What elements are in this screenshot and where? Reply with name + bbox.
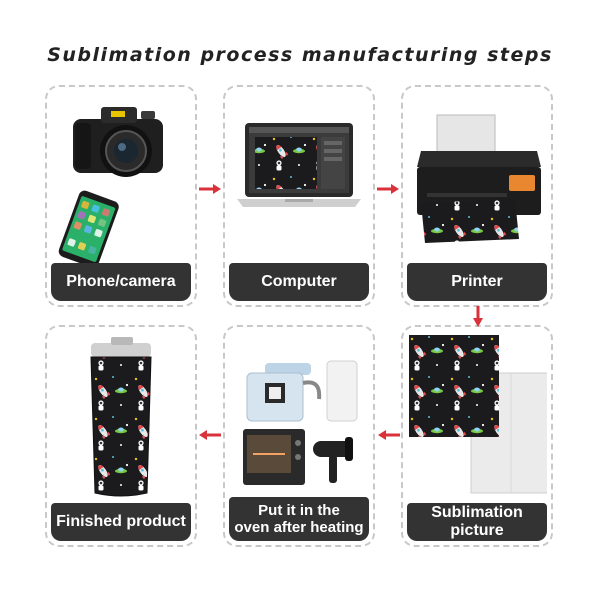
- step-label-oven-heating: Put it in the oven after heating: [229, 497, 369, 541]
- arrow-down-icon: [473, 306, 483, 327]
- step-label-finished-product: Finished product: [51, 503, 191, 541]
- step-label-line2: oven after heating: [234, 519, 364, 536]
- heating-equipment-illustration: [243, 360, 358, 485]
- step-label-phone-camera: Phone/camera: [51, 263, 191, 301]
- arrow-right-icon: [199, 184, 221, 194]
- heat-press-icon: [246, 363, 322, 422]
- hair-dryer-icon: [313, 437, 353, 483]
- step-label-sublimation-picture: Sublimation picture: [407, 503, 547, 541]
- step-label-line1: Put it in the: [258, 502, 340, 519]
- step-card-oven-heating: Put it in the oven after heating: [223, 325, 375, 547]
- arrow-right-icon: [377, 184, 399, 194]
- camera-icon: [73, 107, 163, 177]
- camera-and-phone-illustration: [58, 107, 163, 263]
- step-card-phone-camera: Phone/camera: [45, 85, 197, 307]
- step-label-printer: Printer: [407, 263, 547, 301]
- step-card-computer: Computer: [223, 85, 375, 307]
- step-label-computer: Computer: [229, 263, 369, 301]
- step-card-printer: Printer: [401, 85, 553, 307]
- arrow-left-icon: [378, 430, 400, 440]
- smartphone-icon: [58, 190, 119, 263]
- laptop-icon: [237, 123, 361, 207]
- oven-icon: [243, 429, 305, 485]
- tumbler-icon: [90, 337, 152, 497]
- page-title: Sublimation process manufacturing steps: [47, 44, 553, 66]
- printer-icon: [417, 114, 541, 243]
- transfer-paper-icon: [409, 335, 547, 494]
- step-card-finished-product: Finished product: [45, 325, 197, 547]
- arrow-left-icon: [199, 430, 221, 440]
- step-card-sublimation-picture: Sublimation picture: [401, 325, 553, 547]
